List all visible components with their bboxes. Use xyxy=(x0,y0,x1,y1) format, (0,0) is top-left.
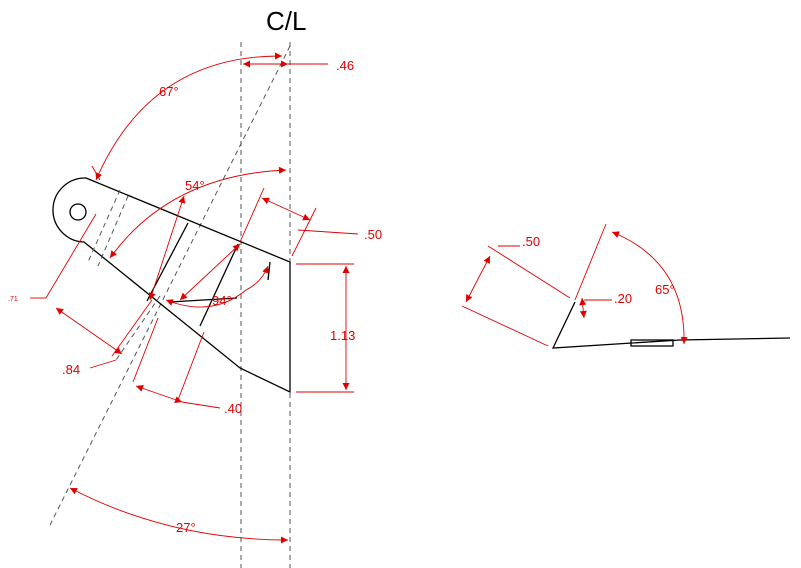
label-54: 54° xyxy=(185,178,205,193)
fold-dash-2 xyxy=(97,195,129,267)
label-94: 94° xyxy=(212,293,232,308)
bend-line-2 xyxy=(199,243,239,327)
arc-67 xyxy=(95,52,283,181)
dim-oblique-1 xyxy=(148,195,186,301)
label-020: .20 xyxy=(614,291,632,306)
arc-27 xyxy=(69,487,289,544)
mount-hole xyxy=(69,203,87,221)
dim-050-line xyxy=(261,197,311,221)
part-outline xyxy=(52,177,291,394)
inner-edge-2 xyxy=(267,261,271,281)
dim-040-leader xyxy=(181,401,221,409)
centerline-title: C/L xyxy=(266,6,306,36)
ext-040-a xyxy=(132,317,159,383)
right-part xyxy=(551,301,791,349)
fold-dash-3 xyxy=(115,295,161,361)
ext-r050-a xyxy=(487,245,571,299)
label-084: .84 xyxy=(62,362,80,377)
arc-94 xyxy=(165,265,269,308)
arc-54 xyxy=(109,166,287,259)
ext-67 xyxy=(91,165,101,181)
dim-020-line xyxy=(579,297,587,319)
label-67: 67° xyxy=(159,84,179,99)
dim-084-line xyxy=(55,307,123,355)
label-27: 27° xyxy=(176,520,196,535)
left-dimensions: 67° .46 54° .50 94° .71 .84 xyxy=(8,52,382,544)
label-050-right: .50 xyxy=(522,234,540,249)
dim-r050-line xyxy=(465,255,491,303)
dim-oblique-2 xyxy=(179,243,241,301)
ext-050-b xyxy=(291,207,317,257)
ext-r050-b xyxy=(461,305,549,347)
label-071: .71 xyxy=(8,296,18,303)
dim-050-leader xyxy=(297,229,359,235)
ext-084-a xyxy=(45,213,97,299)
ext-050-a xyxy=(239,187,265,243)
dim-040-line xyxy=(135,384,183,404)
ext-040-b xyxy=(177,331,205,401)
label-113: 1.13 xyxy=(330,328,355,343)
side-profile xyxy=(551,301,791,349)
arc-65 xyxy=(611,231,688,345)
label-65: 65° xyxy=(655,282,675,297)
dim-084-leader xyxy=(89,359,117,369)
centerlines xyxy=(49,42,291,568)
ext-084-b xyxy=(111,299,153,357)
right-dimensions: .50 .20 65° xyxy=(461,223,688,347)
ext-65 xyxy=(574,223,607,301)
label-050-left: .50 xyxy=(364,227,382,242)
label-046: .46 xyxy=(336,58,354,73)
label-040: .40 xyxy=(224,401,242,416)
